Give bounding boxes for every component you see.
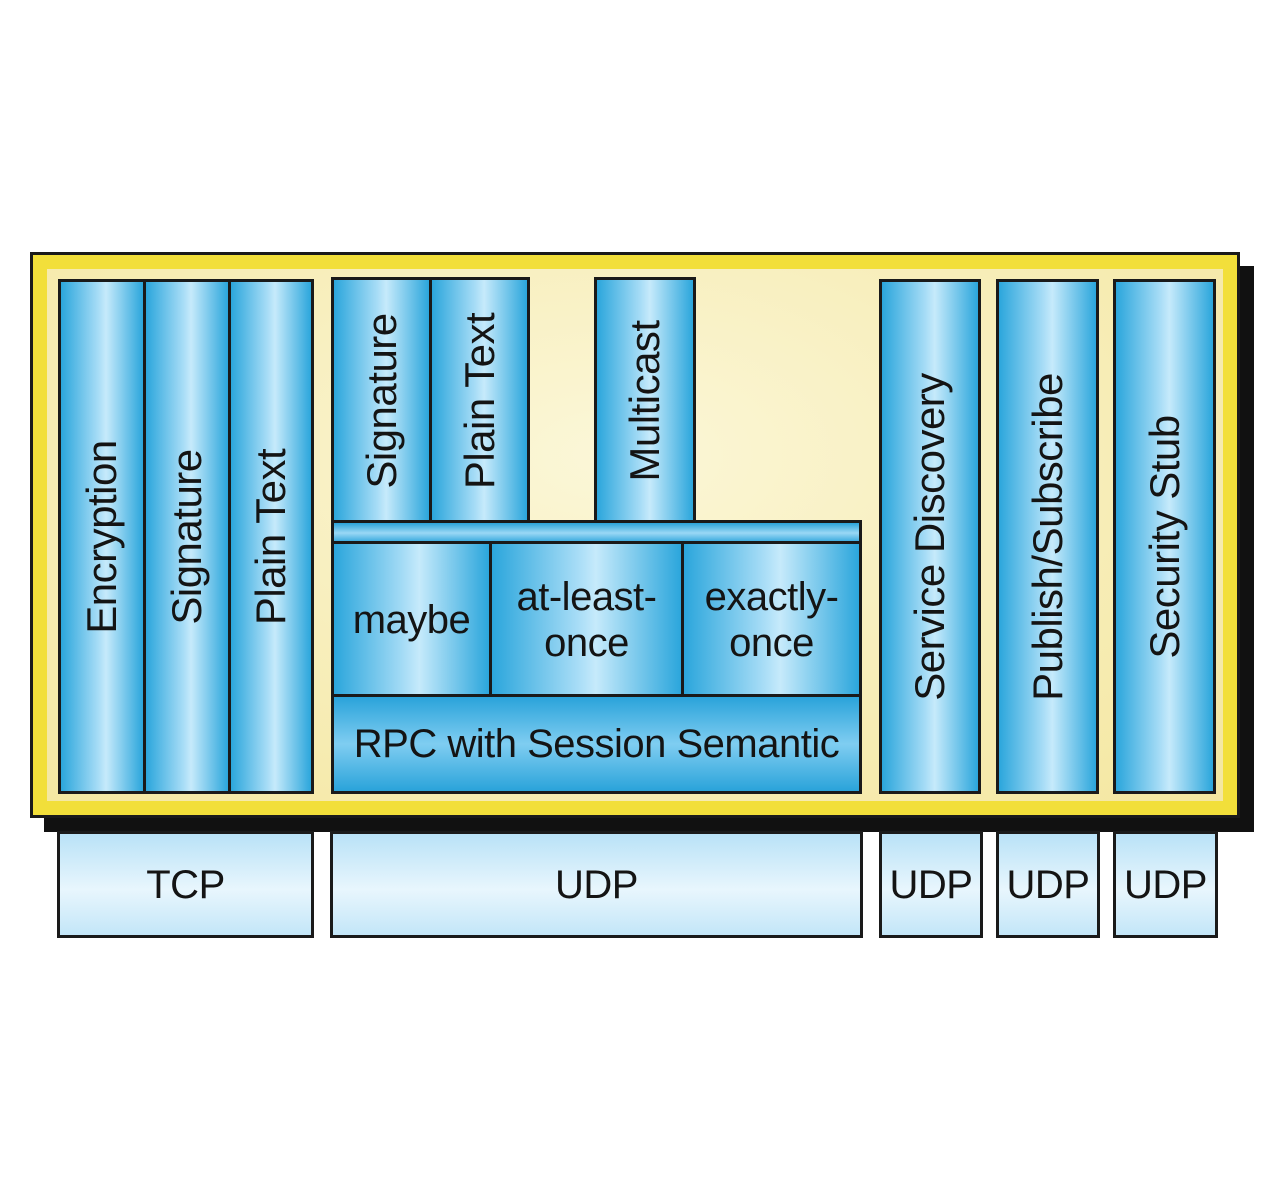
multicast-box: Multicast [594,277,696,525]
signature-label-middle: Signature [357,313,405,489]
encryption-label: Encryption [78,439,125,634]
maybe-box: maybe [331,541,492,698]
udp-box-service: UDP [879,831,983,938]
multicast-label: Multicast [621,320,668,482]
at-least-once-label-line1: at-least- [516,574,658,619]
plain-text-label-left: Plain Text [247,448,294,625]
rpc-session-semantic-box: RPC with Session Semantic [331,694,862,794]
udp-label-middle: UDP [555,862,638,907]
plain-text-label-middle: Plain Text [455,312,503,490]
plain-text-box-middle: Plain Text [429,277,530,525]
udp-label-publish: UDP [1006,862,1090,907]
security-stub-label: Security Stub [1140,414,1188,659]
udp-box-security: UDP [1113,831,1218,938]
exactly-once-label-line1: exactly- [704,574,839,619]
udp-box-middle: UDP [330,831,863,938]
service-discovery-box: Service Discovery [879,279,981,794]
service-discovery-label: Service Discovery [906,372,953,701]
tcp-box: TCP [57,831,314,938]
encryption-box: Encryption [58,279,146,794]
tcp-label: TCP [146,862,225,907]
exactly-once-label-line2: once [729,620,814,665]
publish-subscribe-label: Publish/Subscribe [1023,372,1071,701]
at-least-once-box: at-least- once [489,541,684,698]
exactly-once-box: exactly- once [681,541,862,698]
security-stub-box: Security Stub [1113,279,1216,794]
rpc-session-semantic-label: RPC with Session Semantic [353,722,840,766]
publish-subscribe-box: Publish/Subscribe [996,279,1099,794]
plain-text-box-left: Plain Text [228,279,314,794]
udp-label-security: UDP [1124,862,1207,907]
signature-label-left: Signature [163,448,210,625]
signature-box-left: Signature [143,279,231,794]
udp-label-service: UDP [889,862,973,907]
udp-box-publish: UDP [996,831,1100,938]
at-least-once-label-line2: once [544,620,629,665]
maybe-label: maybe [352,597,471,642]
signature-box-middle: Signature [331,277,432,525]
